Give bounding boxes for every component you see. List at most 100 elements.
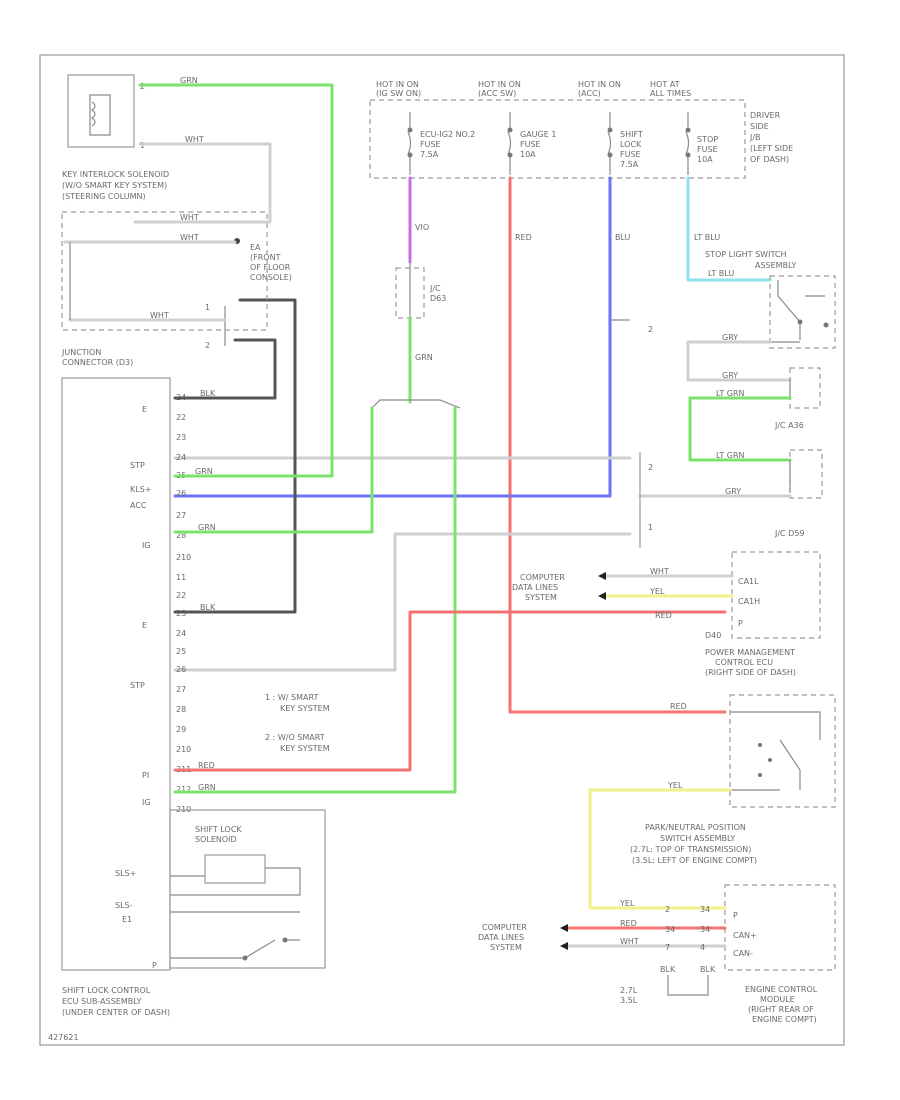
svg-text:KLS+: KLS+ (130, 485, 151, 494)
svg-text:E1: E1 (122, 915, 132, 924)
svg-text:34: 34 (700, 905, 710, 914)
solenoid-icon (204, 854, 266, 884)
svg-text:22: 22 (176, 413, 186, 422)
pm-ecu-box (729, 694, 836, 808)
wire-lt-blu (686, 176, 772, 282)
svg-text:210: 210 (176, 553, 191, 562)
wire-label: BLK (200, 389, 216, 398)
hot-label: HOT IN ON(IG SW ON) (376, 80, 421, 98)
pin-label: CA1L (738, 577, 759, 586)
hot-label: HOT IN ON(ACC) (578, 80, 621, 98)
wire-label: RED (655, 611, 672, 620)
svg-text:28: 28 (176, 531, 186, 540)
pin-label: CAN+ (733, 931, 757, 940)
variant-tag: 1 (648, 523, 653, 532)
svg-text:10A: 10A (520, 150, 536, 159)
svg-text:7: 7 (665, 943, 670, 952)
wire-label: WHT (150, 311, 169, 320)
wire-gry (686, 340, 792, 382)
svg-text:ACC: ACC (130, 501, 147, 510)
wire-label: GRN (198, 783, 216, 792)
svg-text:FUSE: FUSE (520, 140, 541, 149)
relay-icon (730, 711, 821, 791)
contact (758, 743, 762, 747)
switch-contact (242, 955, 248, 961)
wire-label: WHT (180, 233, 199, 242)
wire-label: WHT (185, 135, 204, 144)
wire-label: WHT (180, 213, 199, 222)
svg-text:26: 26 (176, 665, 186, 674)
wire-label: VIO (415, 223, 429, 232)
wire-label: LT BLU (708, 269, 734, 278)
wire-label: LT GRN (716, 389, 745, 398)
wire-label: BLK (700, 965, 716, 974)
wire-blu (173, 176, 612, 498)
contact (758, 773, 762, 777)
pin-label: P (733, 911, 738, 920)
svg-text:24: 24 (176, 629, 186, 638)
ecm-box (724, 884, 836, 971)
wire-grn (173, 406, 457, 794)
ecu-pin-labels: E STP KLS+ ACC IG E STP PI IG SLS+ SLS- … (115, 405, 157, 970)
diagram-id: 427621 (48, 1033, 79, 1042)
wire-gry (173, 532, 632, 672)
wire-lt-grn (688, 396, 792, 462)
svg-text:ECU-IG2 NO.2: ECU-IG2 NO.2 (420, 130, 475, 139)
wire-label: WHT (650, 567, 669, 576)
svg-text:STP: STP (130, 681, 145, 690)
solenoid-leads (170, 867, 301, 896)
svg-text:LOCK: LOCK (620, 140, 642, 149)
wire-yel (588, 788, 732, 910)
wire-label: YEL (619, 899, 635, 908)
wire-label: GRY (722, 333, 738, 342)
wire-label: BLK (200, 603, 216, 612)
svg-text:GAUGE 1: GAUGE 1 (520, 130, 556, 139)
svg-text:SHIFT: SHIFT (620, 130, 643, 139)
wire-label: GRN (198, 523, 216, 532)
jc-d59-label: J/C D59 (774, 529, 805, 538)
svg-text:7.5A: 7.5A (420, 150, 439, 159)
svg-text:SLS-: SLS- (115, 901, 133, 910)
wire-label: GRY (725, 487, 741, 496)
svg-text:2: 2 (665, 905, 670, 914)
wire-label: LT BLU (694, 233, 720, 242)
key-interlock-solenoid-box (67, 74, 135, 148)
solenoid-winding-icon (90, 101, 96, 127)
svg-text:22: 22 (176, 591, 186, 600)
arrow-icon (560, 924, 568, 950)
variant-tag: 2 (648, 463, 653, 472)
stop-light-switch-box (769, 275, 836, 349)
splice-bracket (371, 399, 461, 409)
wire-label: GRN (195, 467, 213, 476)
svg-text:28: 28 (176, 705, 186, 714)
pin-label: P (738, 619, 743, 628)
contact (768, 758, 772, 762)
solenoid-coil-icon (89, 94, 111, 136)
diagram-frame (39, 54, 845, 1046)
key-interlock-label: KEY INTERLOCK SOLENOID (W/O SMART KEY SY… (62, 170, 172, 201)
wire-label: BLK (660, 965, 676, 974)
svg-text:E: E (142, 621, 147, 630)
arrow-icon (598, 572, 606, 600)
svg-text:STOP: STOP (697, 135, 718, 144)
wire-label: RED (670, 702, 687, 711)
svg-text:11: 11 (176, 573, 186, 582)
wire-label: GRN (415, 353, 433, 362)
pin-label: CA1H (738, 597, 760, 606)
svg-text:27: 27 (176, 685, 186, 694)
